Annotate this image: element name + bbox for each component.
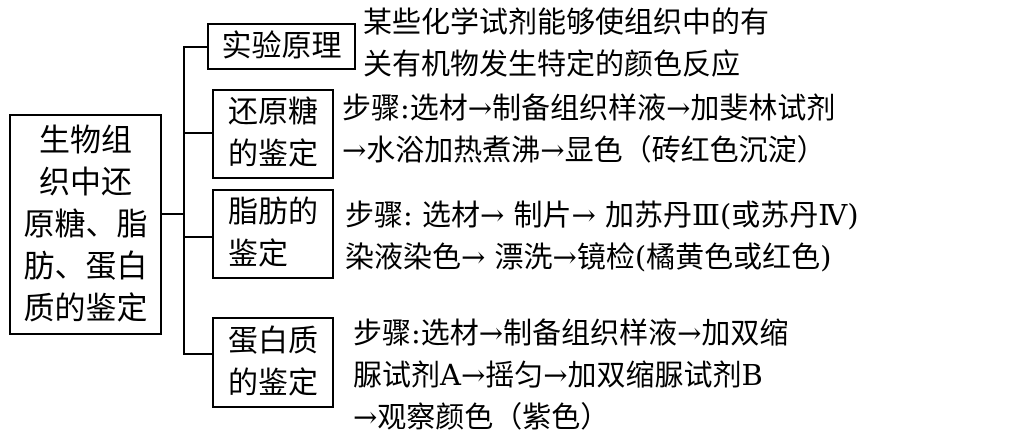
reducing-sugar-title: 还原糖 的鉴定: [228, 95, 318, 172]
principle-title: 实验原理: [221, 28, 342, 64]
principle-line-2: 关有机物发生特定的颜色反应: [363, 47, 741, 81]
protein-line-1: 步骤:选材→制备组织样液→加双缩: [353, 316, 789, 350]
fat-title: 脂肪的 鉴定: [228, 195, 318, 272]
reducing-sugar-line-2: →水浴加热煮沸→显色（砖红色沉淀）: [342, 133, 826, 167]
fat-line-1: 步骤: 选材→ 制片→ 加苏丹Ⅲ(或苏丹Ⅳ): [345, 198, 859, 232]
principle-line-1: 某些化学试剂能够使组织中的有: [363, 5, 770, 39]
reducing-sugar-node: 还原糖 的鉴定: [212, 89, 334, 179]
root-node: 生物组 织中还 原糖、脂 肪、蛋白 质的鉴定: [9, 114, 162, 335]
protein-line-2: 脲试剂A→摇匀→加双缩脲试剂B: [353, 358, 763, 392]
fat-node: 脂肪的 鉴定: [212, 189, 334, 279]
branch-connector-1: [183, 46, 208, 48]
fat-line-2: 染液染色→ 漂洗→镜检(橘黄色或红色): [345, 240, 832, 274]
branch-connector-3: [183, 236, 213, 238]
root-title: 生物组 织中还 原糖、脂 肪、蛋白 质的鉴定: [23, 122, 148, 327]
protein-line-3: →观察颜色（紫色）: [353, 400, 610, 434]
root-connector: [161, 213, 185, 215]
protein-node: 蛋白质 的鉴定: [212, 317, 334, 408]
branch-connector-2: [183, 132, 213, 134]
principle-node: 实验原理: [207, 23, 356, 70]
branch-connector-4: [183, 353, 213, 355]
trunk-line: [183, 46, 185, 355]
protein-title: 蛋白质 的鉴定: [228, 323, 318, 401]
reducing-sugar-line-1: 步骤:选材→制备组织样液→加斐林试剂: [342, 91, 836, 125]
